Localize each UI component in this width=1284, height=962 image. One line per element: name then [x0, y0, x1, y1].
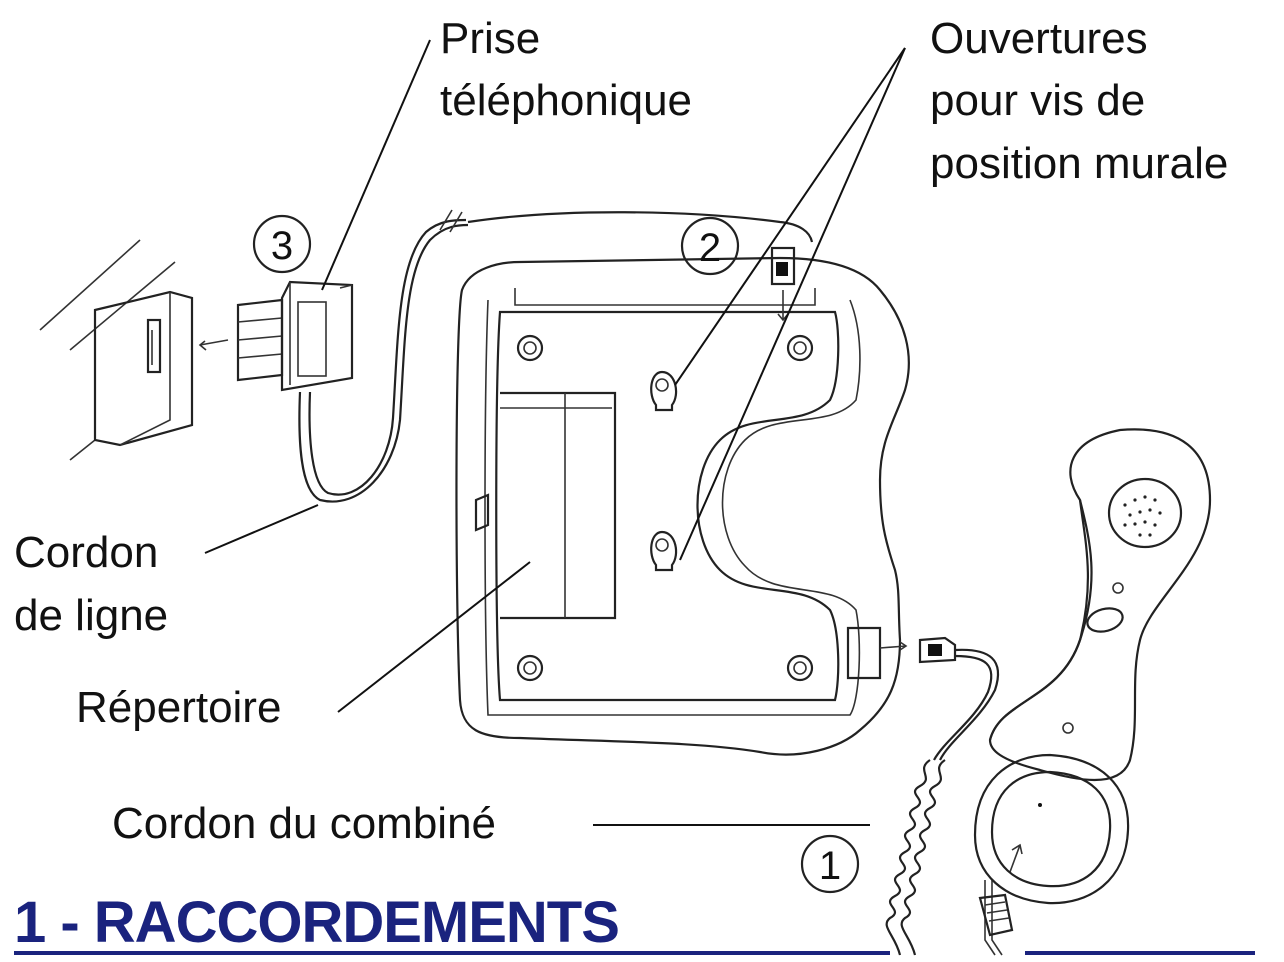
label-cordon-ligne-line2: de ligne — [14, 591, 168, 640]
phone-base — [455, 246, 910, 756]
label-prise-line2: téléphonique — [440, 76, 692, 125]
title-rule-right — [1025, 951, 1255, 955]
marker-3: 3 — [252, 214, 312, 274]
line-plug — [236, 280, 354, 392]
label-ouvertures-line3: position murale — [930, 139, 1228, 188]
marker-1: 1 — [800, 834, 860, 894]
handset — [973, 428, 1212, 905]
label-cordon-ligne-line1: Cordon — [14, 528, 158, 577]
wall-socket — [39, 239, 229, 461]
marker-3-text: 3 — [271, 224, 293, 268]
title-rule-left — [14, 951, 890, 955]
label-cordon-combine: Cordon du combiné — [112, 799, 496, 848]
label-repertoire: Répertoire — [76, 683, 281, 732]
line-cord — [298, 209, 814, 503]
label-prise-line1: Prise — [440, 14, 540, 63]
leader-lines — [204, 39, 906, 826]
section-title: 1 - RACCORDEMENTS — [14, 890, 619, 955]
marker-2-text: 2 — [699, 226, 721, 270]
marker-2: 2 — [680, 216, 740, 276]
marker-1-text: 1 — [819, 844, 841, 888]
earpiece-holes — [1123, 495, 1162, 537]
handset-cord — [885, 636, 1023, 956]
label-ouvertures-line1: Ouvertures — [930, 14, 1148, 63]
label-ouvertures-line2: pour vis de — [930, 76, 1145, 125]
